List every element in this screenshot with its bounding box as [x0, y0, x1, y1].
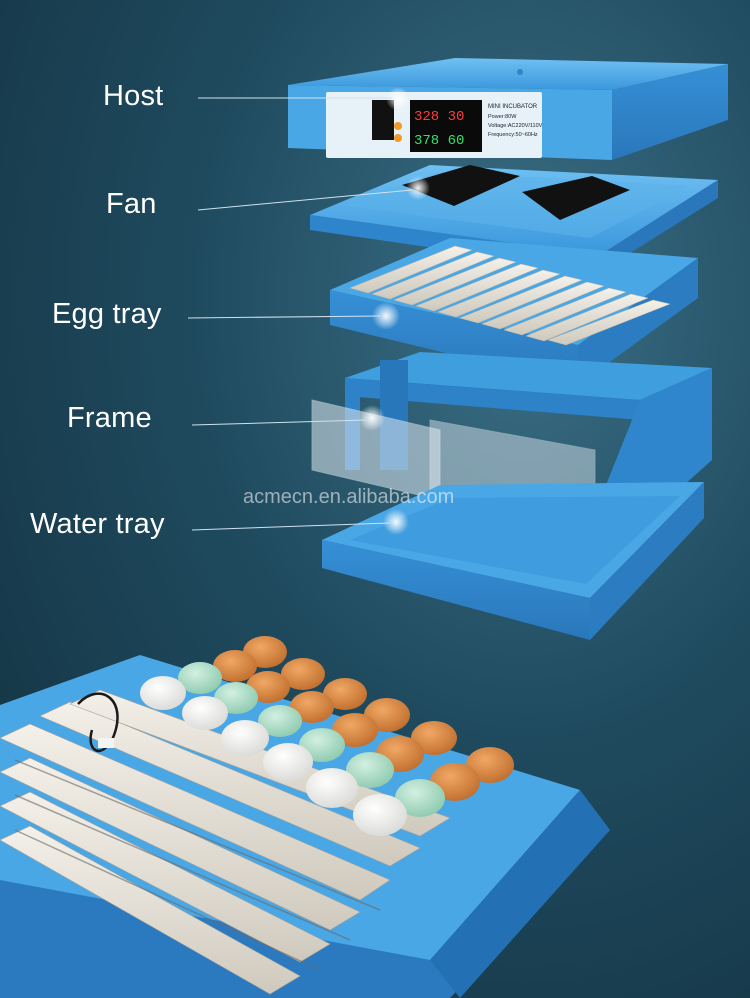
label-egg-tray: Egg tray: [52, 298, 162, 330]
lcd-display: [410, 100, 482, 152]
host-unit: 328 30 378 60 MINI INCUBATOR Power:80W V…: [288, 58, 728, 160]
water-tray-unit: [322, 482, 704, 640]
display-bottom: 378 60: [414, 133, 464, 149]
loaded-egg-tray: [0, 636, 610, 998]
label-fan: Fan: [106, 188, 157, 220]
egg-tray-unit: [330, 238, 698, 385]
panel-frequency: Frequency:50~60Hz: [488, 132, 538, 138]
label-host: Host: [103, 80, 164, 112]
panel-power: Power:80W: [488, 114, 517, 120]
label-frame: Frame: [67, 402, 152, 434]
label-leaders: [187, 97, 413, 531]
frame-unit: [311, 352, 712, 571]
label-water-tray: Water tray: [30, 508, 165, 540]
display-top: 328 30: [414, 109, 464, 125]
panel-voltage: Voltage:AC220V/110V: [488, 123, 543, 129]
fan-icon: [522, 176, 630, 220]
power-socket-icon: [372, 100, 394, 140]
eggs: [140, 636, 514, 836]
panel-title: MINI INCUBATOR: [488, 104, 538, 110]
fan-icon: [402, 165, 520, 206]
watermark: acmecn.en.alibaba.com: [243, 486, 455, 508]
